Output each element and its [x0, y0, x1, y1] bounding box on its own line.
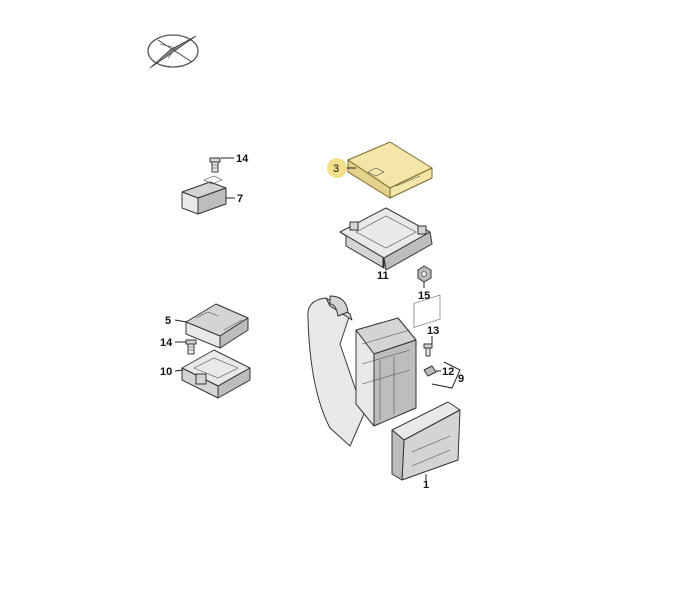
part-14-screw-middle[interactable] [185, 339, 197, 355]
part-3-control-unit[interactable] [347, 141, 433, 199]
vehicle-logo [147, 34, 199, 69]
part-11-bracket[interactable] [339, 207, 433, 271]
part-1-plate[interactable] [391, 294, 461, 481]
leader-lines [174, 157, 461, 480]
callout-7[interactable]: 7 [237, 193, 243, 205]
callout-3-circle [327, 158, 347, 178]
part-7-module[interactable] [181, 175, 227, 215]
callout-14-top[interactable]: 14 [236, 153, 249, 165]
callout-5[interactable]: 5 [165, 315, 171, 327]
callout-14-middle[interactable]: 14 [160, 337, 173, 349]
part-14-screw-top[interactable] [209, 157, 221, 173]
callout-9[interactable]: 9 [458, 373, 464, 385]
callout-3[interactable]: 3 [333, 163, 339, 175]
callout-10[interactable]: 10 [160, 366, 172, 378]
callout-11[interactable]: 11 [377, 270, 389, 282]
part-13-screw[interactable] [423, 343, 433, 357]
callout-15[interactable]: 15 [418, 290, 430, 302]
part-9-carrier[interactable] [307, 295, 417, 447]
part-5-module[interactable] [185, 303, 249, 349]
callout-3-highlight[interactable]: 3 [327, 158, 347, 178]
callout-13[interactable]: 13 [427, 325, 439, 337]
callout-1[interactable]: 1 [423, 479, 429, 491]
callout-12[interactable]: 12 [442, 366, 454, 378]
part-15-nut[interactable] [417, 265, 432, 283]
callouts: 14 7 3 11 15 5 14 10 13 12 9 1 [160, 153, 464, 491]
part-10-holder[interactable] [181, 349, 251, 399]
part-12-clip[interactable] [423, 365, 437, 377]
